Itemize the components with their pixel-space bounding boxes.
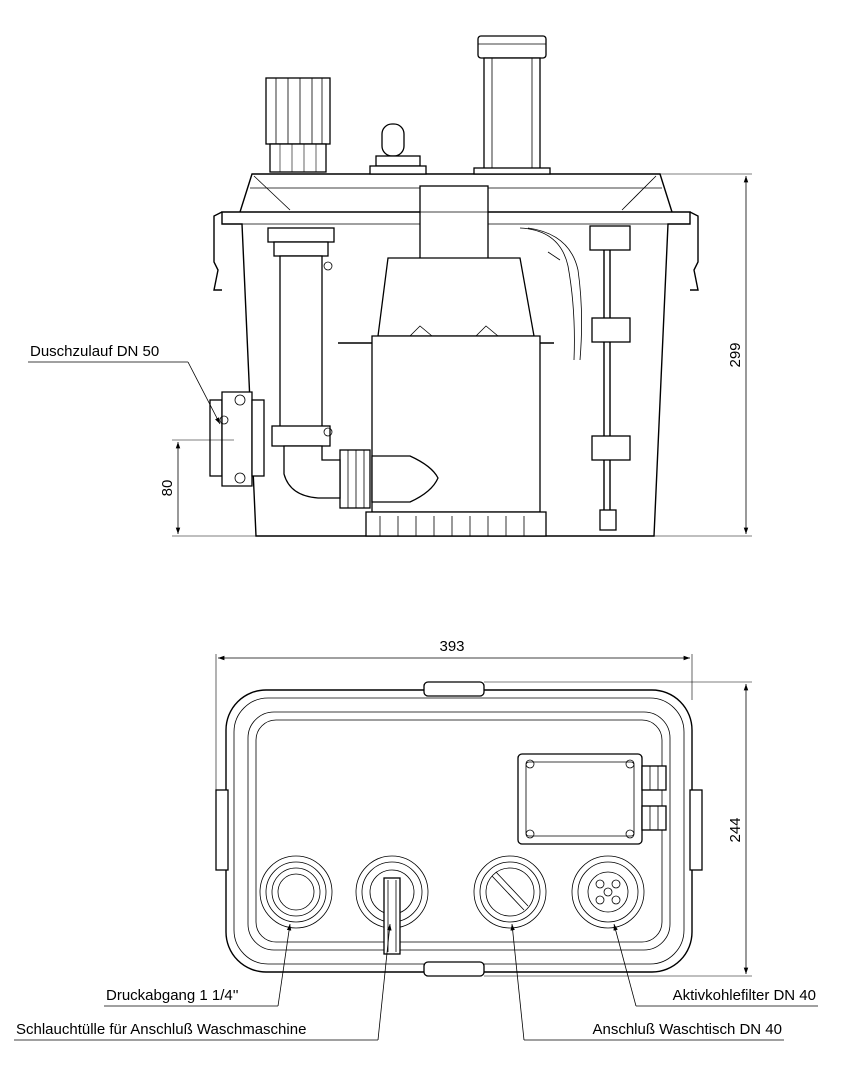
vent-fitting [369,123,427,175]
top-view: 393 244 Druckabgang 1 1/4'' Schlauchtüll… [14,638,818,1041]
carbon-filter-port [571,855,645,929]
riser-pipe [267,227,341,499]
hose-nozzle-port [355,855,429,955]
dim-depth-244: 244 [727,817,744,842]
vent-pipe [473,35,551,175]
float-switch [589,225,631,531]
dim-height-299: 299 [727,342,744,367]
dim-inlet-height-80: 80 [159,480,176,497]
side-view: 299 80 Duschzulauf DN 50 [28,35,752,537]
pump [339,257,547,537]
valve-knob [265,77,331,173]
callout-hose-nozzle: Schlauchtülle für Anschluß Waschmaschine [16,1021,306,1038]
junction-box [517,753,667,845]
callout-shower-inlet: Duschzulauf DN 50 [30,343,159,360]
dim-width-393: 393 [439,638,464,655]
callout-washbasin-connection: Anschluß Waschtisch DN 40 [592,1021,782,1038]
callout-carbon-filter: Aktivkohlefilter DN 40 [673,987,816,1004]
washbasin-port [473,855,547,929]
shower-inlet-flange [209,391,265,487]
callout-pressure-outlet: Druckabgang 1 1/4'' [106,987,239,1004]
pressure-outlet-port [259,855,333,929]
